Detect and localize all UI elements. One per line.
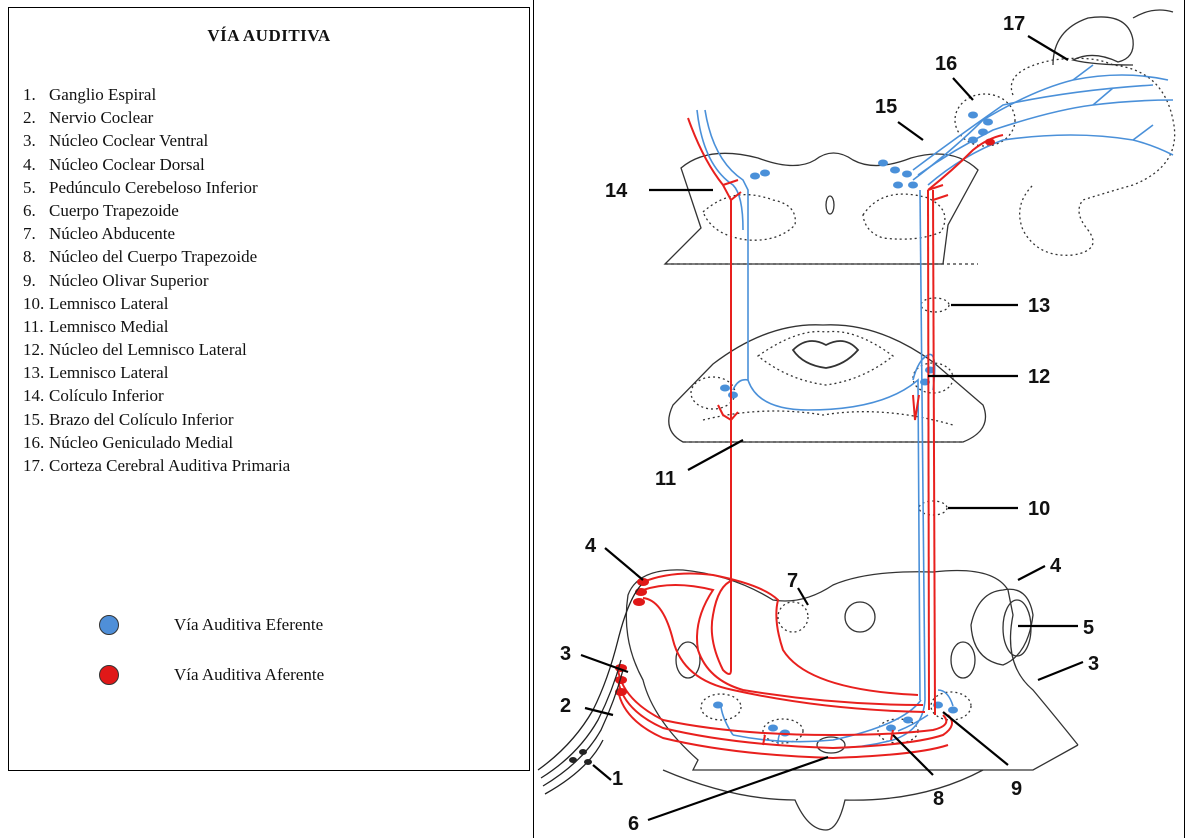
medulla-outline (626, 570, 1078, 770)
pons-outline (669, 325, 986, 442)
legend-item: 7.Núcleo Abducente (23, 222, 290, 245)
label-5: 5 (1083, 617, 1094, 639)
legend-item: 3.Núcleo Coclear Ventral (23, 129, 290, 152)
leader-11 (688, 440, 743, 470)
leader-4-left (605, 548, 643, 580)
label-16: 16 (935, 53, 957, 75)
red-dot-icon (99, 665, 119, 685)
legend-item: 10.Lemnisco Lateral (23, 292, 290, 315)
afferent-neurons (615, 139, 995, 697)
leader-15 (898, 122, 923, 140)
leader-7 (798, 588, 808, 605)
label-3-right: 3 (1088, 653, 1099, 675)
label-8: 8 (933, 788, 944, 810)
label-4-left: 4 (585, 535, 597, 557)
legend-item: 12.Núcleo del Lemnisco Lateral (23, 338, 290, 361)
leader-17 (1028, 36, 1068, 60)
label-14: 14 (605, 180, 628, 202)
leader-3-right (1038, 662, 1083, 680)
legend-item: 15.Brazo del Colículo Inferior (23, 408, 290, 431)
label-13: 13 (1028, 295, 1050, 317)
label-2: 2 (560, 695, 571, 717)
leader-16 (953, 78, 973, 100)
legend-title: VÍA AUDITIVA (9, 26, 529, 46)
anatomy-outlines (626, 10, 1174, 830)
diagram-labels: 1 2 3 3 4 4 5 6 7 8 9 10 11 12 13 14 15 … (560, 13, 1099, 835)
leader-4-right (1018, 566, 1045, 580)
legend-item: 8.Núcleo del Cuerpo Trapezoide (23, 245, 290, 268)
legend-item: 9.Núcleo Olivar Superior (23, 269, 290, 292)
legend-item: 1.Ganglio Espiral (23, 83, 290, 106)
legend-item: 17.Corteza Cerebral Auditiva Primaria (23, 454, 290, 477)
label-9: 9 (1011, 778, 1022, 800)
cortex-outline (1011, 58, 1174, 255)
label-4-right: 4 (1050, 555, 1062, 577)
leader-1 (593, 765, 611, 780)
label-17: 17 (1003, 13, 1025, 35)
label-10: 10 (1028, 498, 1050, 520)
legend-item: 16.Núcleo Geniculado Medial (23, 431, 290, 454)
auditory-pathway-diagram: 1 2 3 3 4 4 5 6 7 8 9 10 11 12 13 14 15 … (533, 0, 1185, 838)
label-11: 11 (655, 468, 676, 490)
legend-item: 6.Cuerpo Trapezoide (23, 199, 290, 222)
label-15: 15 (875, 96, 897, 118)
legend-list: 1.Ganglio Espiral 2.Nervio Coclear 3.Núc… (23, 83, 290, 477)
blue-dot-icon (99, 615, 119, 635)
label-7: 7 (787, 570, 798, 592)
legend-item: 4.Núcleo Coclear Dorsal (23, 153, 290, 176)
legend-item: 14.Colículo Inferior (23, 384, 290, 407)
leader-3-left (581, 655, 628, 672)
label-6: 6 (628, 813, 639, 835)
legend-key-efferent: Vía Auditiva Eferente (99, 613, 323, 637)
legend-item: 5.Pedúnculo Cerebeloso Inferior (23, 176, 290, 199)
legend-item: 11.Lemnisco Medial (23, 315, 290, 338)
label-1: 1 (612, 768, 623, 790)
legend-item: 13.Lemnisco Lateral (23, 361, 290, 384)
legend-panel: VÍA AUDITIVA 1.Ganglio Espiral 2.Nervio … (8, 7, 530, 771)
legend-key-afferent: Vía Auditiva Aferente (99, 663, 324, 687)
label-12: 12 (1028, 366, 1050, 388)
leader-9 (943, 712, 1008, 765)
label-3-left: 3 (560, 643, 571, 665)
legend-item: 2.Nervio Coclear (23, 106, 290, 129)
